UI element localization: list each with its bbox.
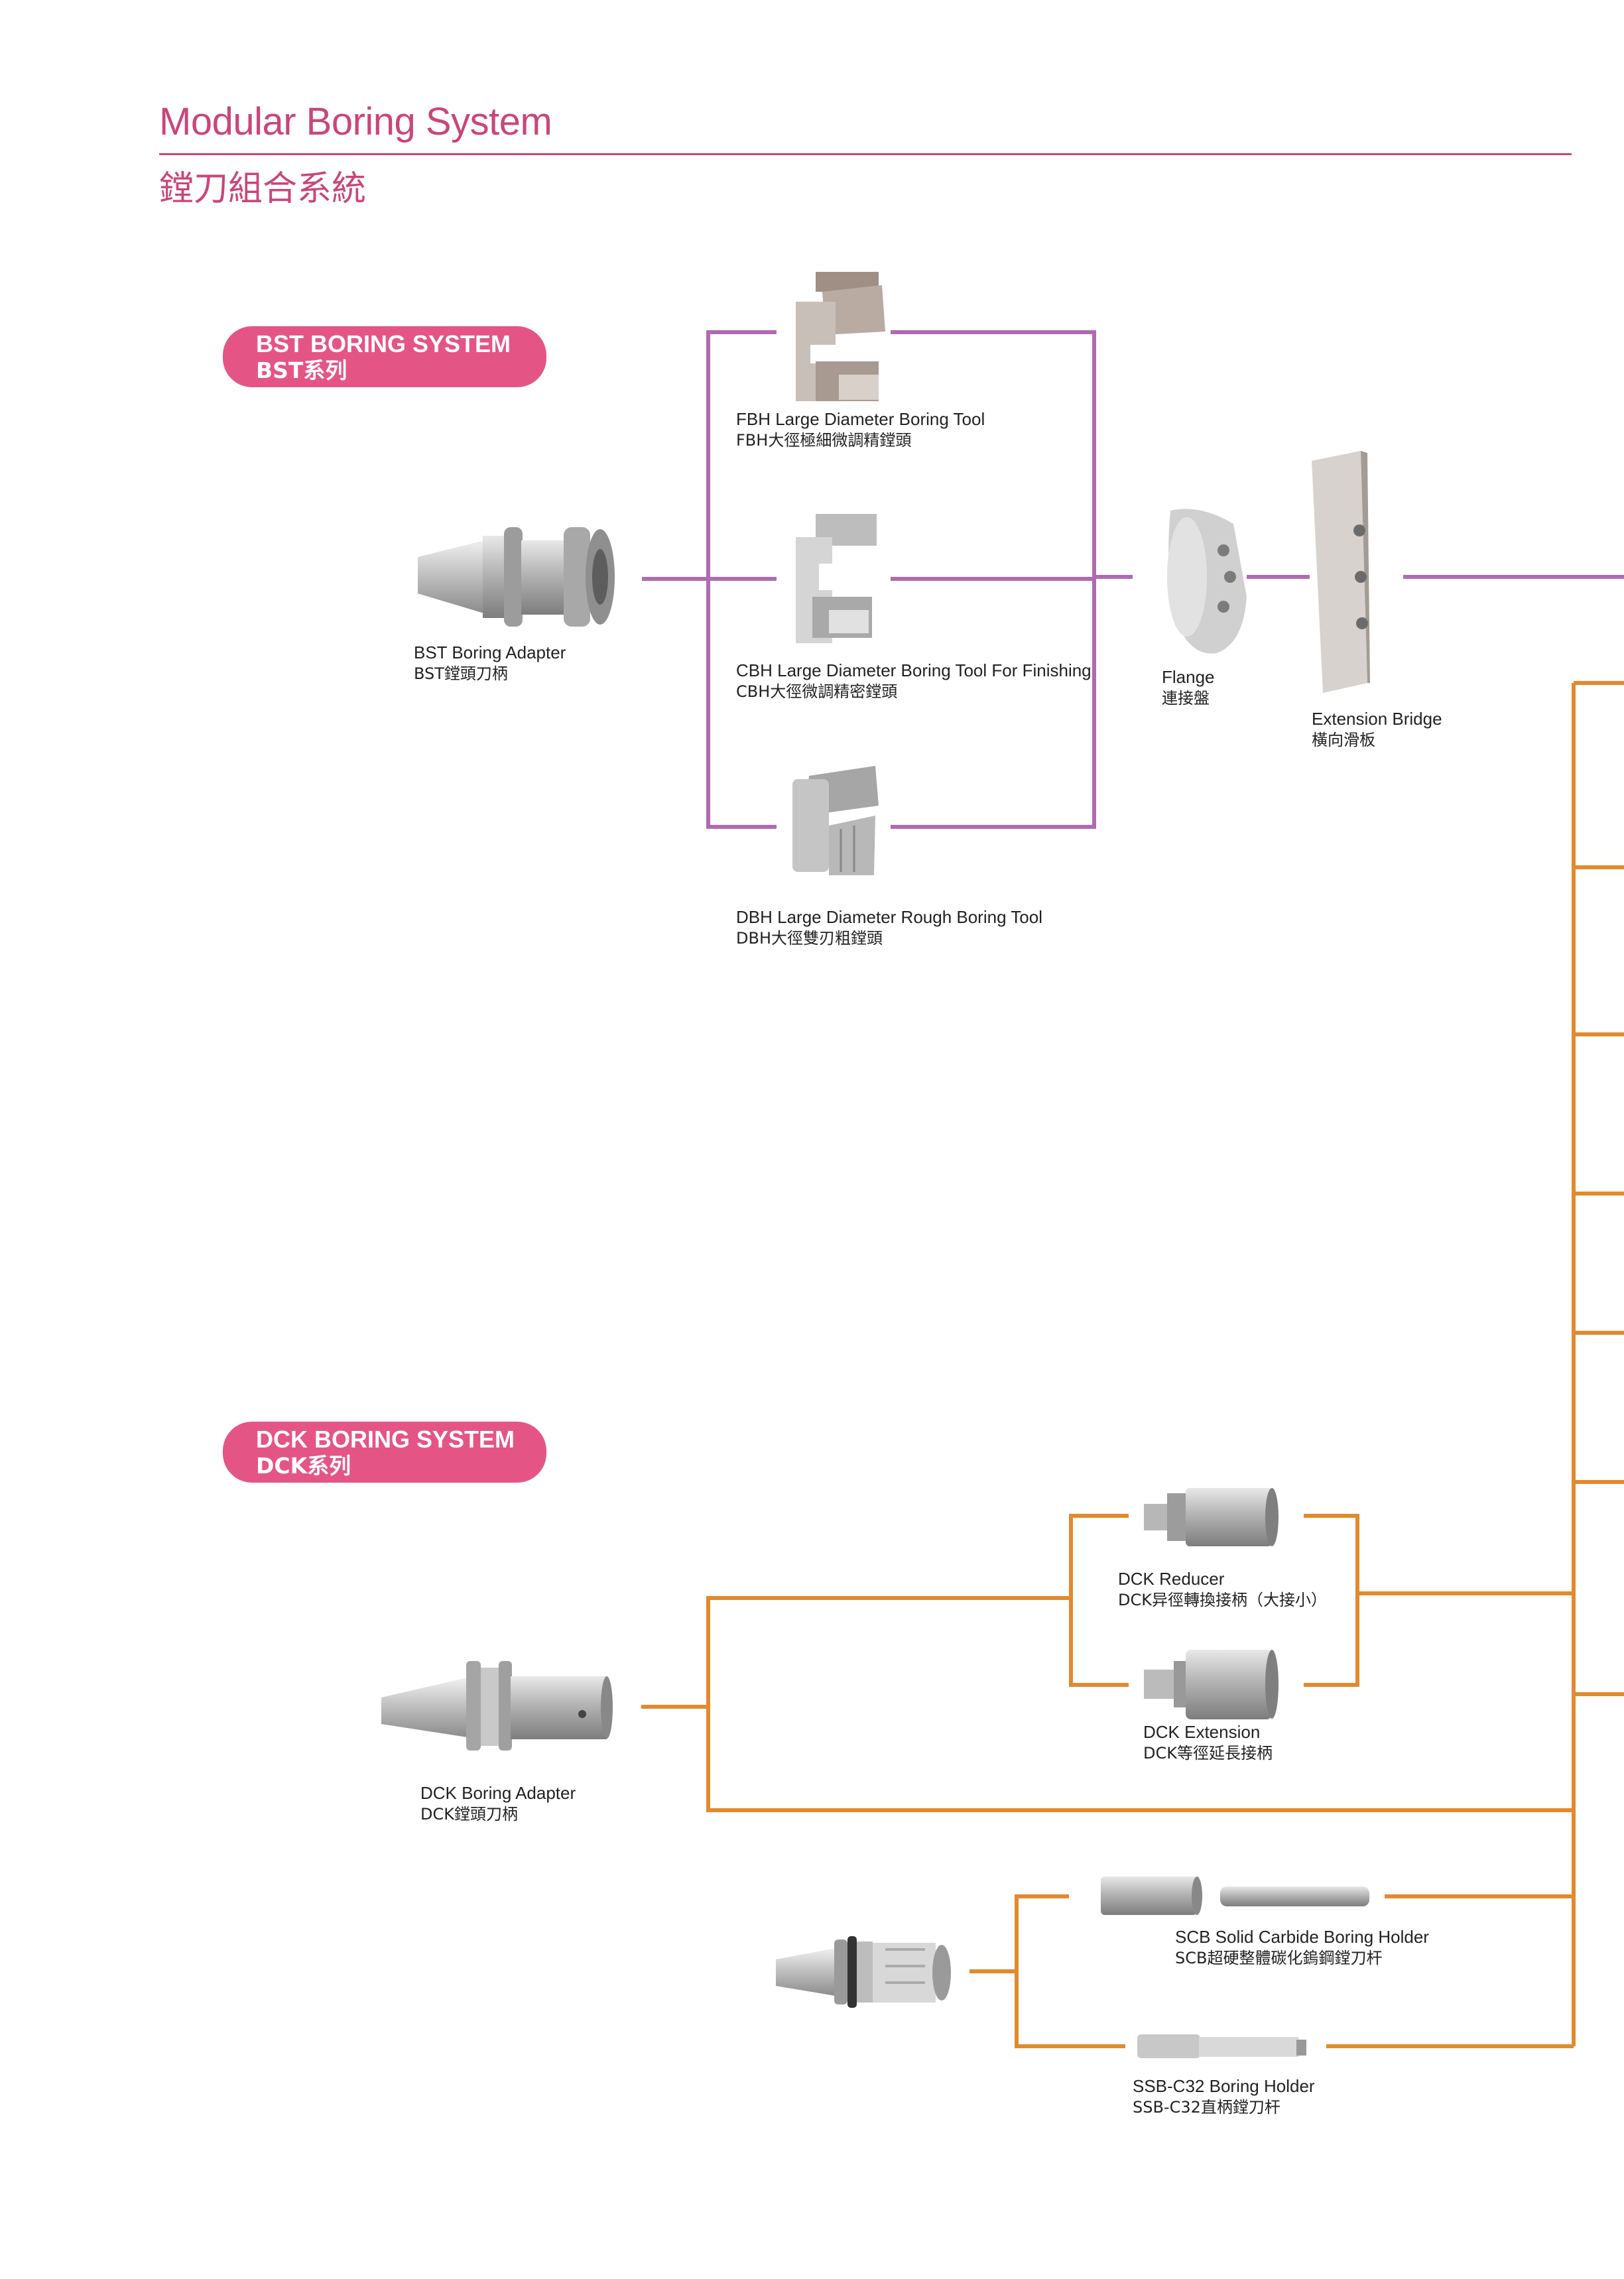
dck-reducer-label: DCK Reducer DCK异徑轉換接柄（大接小）	[1118, 1568, 1327, 1611]
bst-adapter-name: BST Boring Adapter	[414, 643, 566, 662]
dck-adapter-name: DCK Boring Adapter	[420, 1783, 576, 1803]
title-divider	[159, 153, 1572, 155]
dck-connectors	[641, 681, 1624, 2048]
fbh-label: FBH Large Diameter Boring Tool FBH大徑極細微調…	[736, 408, 985, 451]
cbh-tool-icon	[796, 514, 877, 643]
dck-badge-title: DCK BORING SYSTEM	[256, 1426, 515, 1453]
scb-holder-icon	[1101, 1877, 1369, 1915]
dck-adapter-label: DCK Boring Adapter DCK鏜頭刀柄	[420, 1782, 576, 1825]
flange-name-zh: 連接盤	[1162, 689, 1210, 708]
scb-label: SCB Solid Carbide Boring Holder SCB超硬整體碳…	[1175, 1926, 1429, 1969]
scb-name: SCB Solid Carbide Boring Holder	[1175, 1927, 1429, 1947]
bst-badge-title: BST BORING SYSTEM	[256, 330, 511, 357]
extension-bridge-label: Extension Bridge 橫向滑板	[1312, 708, 1442, 751]
dck-reducer-name-zh: DCK异徑轉換接柄（大接小）	[1118, 1591, 1327, 1609]
ssb-holder-icon	[1137, 2034, 1306, 2058]
fbh-name: FBH Large Diameter Boring Tool	[736, 409, 985, 429]
bst-adapter-name-zh: BST鏜頭刀柄	[414, 664, 508, 683]
bst-badge-subtitle: BST系列	[256, 357, 347, 383]
extension-bridge-name-zh: 橫向滑板	[1312, 731, 1375, 749]
dck-extension-name-zh: DCK等徑延長接柄	[1143, 1744, 1273, 1762]
ssb-label: SSB-C32 Boring Holder SSB-C32直柄鏜刀杆	[1133, 2075, 1315, 2118]
dck-extension-label: DCK Extension DCK等徑延長接柄	[1143, 1721, 1273, 1764]
bst-adapter-label: BST Boring Adapter BST鏜頭刀柄	[414, 642, 566, 684]
extension-bridge-icon	[1312, 451, 1370, 693]
page-title: Modular Boring System	[159, 100, 552, 143]
dbh-name: DBH Large Diameter Rough Boring Tool	[736, 907, 1042, 927]
dck-adapter-icon	[381, 1661, 613, 1751]
bst-system-badge: BST BORING SYSTEM BST系列	[223, 326, 546, 387]
dck-extension-name: DCK Extension	[1143, 1722, 1261, 1742]
dck-system-badge: DCK BORING SYSTEM DCK系列	[223, 1422, 546, 1483]
cbh-name-zh: CBH大徑微調精密鏜頭	[736, 682, 898, 701]
flange-label: Flange 連接盤	[1162, 666, 1215, 709]
dbh-tool-icon	[792, 766, 879, 875]
ssb-name-zh: SSB-C32直柄鏜刀杆	[1133, 2098, 1280, 2117]
bst-connectors	[642, 330, 1624, 829]
scb-name-zh: SCB超硬整體碳化鎢鋼鏜刀杆	[1175, 1949, 1383, 1967]
bst-adapter-icon	[418, 527, 615, 627]
fbh-name-zh: FBH大徑極細微調精鏜頭	[736, 431, 912, 450]
cbh-name: CBH Large Diameter Boring Tool For Finis…	[736, 660, 1092, 680]
dck-badge-subtitle: DCK系列	[256, 1453, 351, 1479]
flange-name: Flange	[1162, 667, 1215, 687]
dbh-name-zh: DBH大徑雙刃粗鏜頭	[736, 929, 883, 948]
dck-adapter-name-zh: DCK鏜頭刀柄	[420, 1805, 518, 1823]
fbh-tool-icon	[796, 272, 885, 401]
extension-bridge-name: Extension Bridge	[1312, 709, 1442, 729]
cbh-label: CBH Large Diameter Boring Tool For Finis…	[736, 660, 1092, 702]
dck-extension-icon	[1144, 1650, 1279, 1719]
dck-reducer-icon	[1144, 1488, 1279, 1546]
dbh-label: DBH Large Diameter Rough Boring Tool DBH…	[736, 906, 1042, 949]
ssb-name: SSB-C32 Boring Holder	[1133, 2076, 1315, 2096]
flange-icon	[1167, 509, 1247, 654]
collet-chuck-icon	[776, 1936, 951, 2008]
page-title-zh: 鏜刀組合系統	[159, 169, 367, 209]
dck-reducer-name: DCK Reducer	[1118, 1569, 1225, 1589]
